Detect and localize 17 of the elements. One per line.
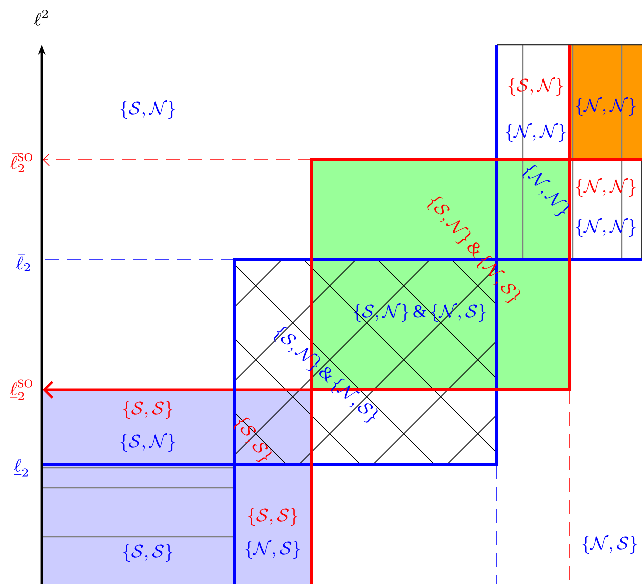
region-label: $\{\mathcal{S},\mathcal{N}\}$ (508, 78, 564, 96)
region-label: $\{\mathcal{S},\mathcal{N}\}$ (120, 434, 176, 452)
region-label: $\{\mathcal{S},\mathcal{S}\}$ (248, 508, 298, 526)
axis-label: $\bar{\ell}_2^{\mathrm{SO}}$ (10, 153, 32, 172)
region-label: $\{\mathcal{S},\mathcal{N}\}$ (120, 100, 176, 120)
axis-label: $\bar{\ell}_2$ (16, 254, 30, 272)
region-label: $\{\mathcal{N},\mathcal{N}\}$ (506, 124, 566, 142)
region-label: $\{\mathcal{N},\mathcal{N}\}$ (576, 178, 636, 198)
axis-label: $\underline{\ell}_2^{\mathrm{SO}}$ (10, 380, 32, 400)
region-label: $\{\mathcal{N},\mathcal{N}\}$ (576, 218, 636, 238)
axis-label: $\ell^{2}$ (34, 10, 48, 26)
region-label: $\{\mathcal{N},\mathcal{S}\}$ (582, 536, 638, 554)
axis-label: $\underline{\ell}_2$ (14, 459, 28, 477)
region-label: $\{\mathcal{S},\mathcal{S}\}$ (123, 544, 173, 562)
region-label: $\{\mathcal{S},\mathcal{S}\}$ (123, 400, 173, 420)
region-label: $\{\mathcal{N},\mathcal{N}\}$ (576, 98, 636, 116)
region-label: $\{\mathcal{N},\mathcal{S}\}$ (246, 540, 300, 560)
